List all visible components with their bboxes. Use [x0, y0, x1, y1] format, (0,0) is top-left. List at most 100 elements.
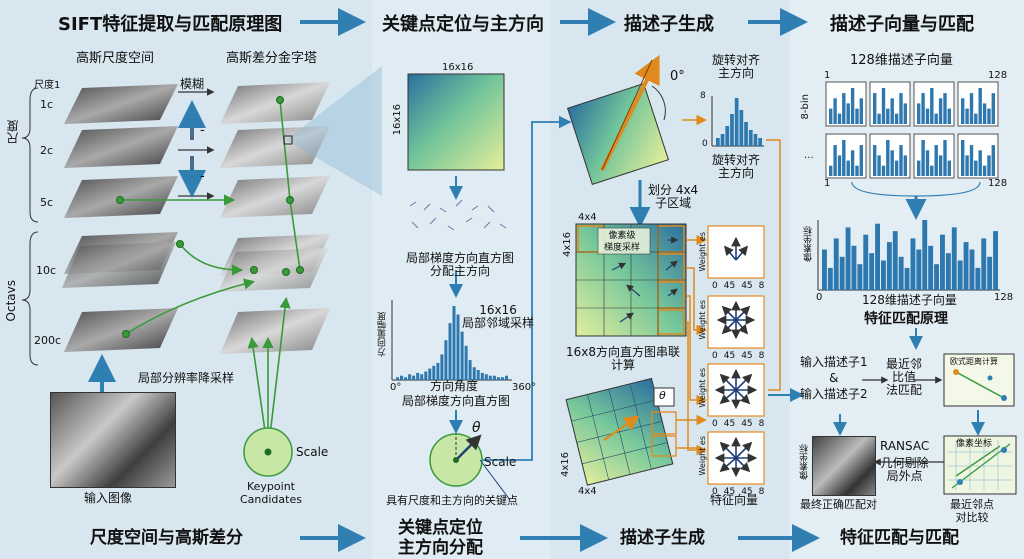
descriptor-tile-bars [961, 140, 995, 176]
level-200c: 200c [34, 334, 62, 347]
hist-axis-tick: 0 [712, 281, 718, 291]
level-10c: 10c [36, 264, 57, 277]
rotated-hist-bar [730, 114, 734, 146]
descriptor-tile-bar [881, 88, 886, 124]
level-5c: 5c [40, 196, 54, 209]
rotated-hist-bar [739, 110, 744, 146]
level-2c: 2c [40, 144, 54, 157]
hist-axis-tick: 8 [758, 281, 765, 291]
orientation-hist-bar [400, 375, 403, 380]
concat-line1: 16x8方向直方图串联 [566, 345, 681, 359]
weight-label-1: Weight es [698, 232, 707, 272]
nn-line3: 法匹配 [886, 383, 923, 397]
footer-step2: 关键点定位 主方向分配 [398, 518, 483, 558]
descriptor128-bar [833, 238, 839, 290]
descriptor128-bar [910, 238, 916, 290]
hist-top-y0: 0 [702, 139, 708, 149]
euclid-label: 欧式距离计算 [950, 357, 998, 366]
descriptor128-bar [981, 238, 987, 290]
descriptor-tile-bar [961, 98, 965, 124]
divide-line2: 子区域 [655, 196, 692, 210]
final-label: 最终正确匹配对 [800, 498, 877, 511]
orientation-hist-bar [408, 374, 412, 380]
descriptor-tile-bar [859, 98, 863, 124]
pixel-coord-label: 像素坐标 [956, 439, 993, 449]
header-step1: SIFT特征提取与匹配原理图 [58, 14, 283, 35]
descriptor-tile [825, 133, 867, 179]
descriptor-tile-bar [978, 150, 982, 176]
descriptor-tile-bar [917, 103, 921, 124]
descriptor128-bar [951, 227, 957, 290]
descriptor-tile-bar [837, 113, 842, 124]
orientation-hist-bar [480, 372, 484, 380]
minus-1: - [200, 123, 205, 138]
descriptor-tile-bar [873, 93, 877, 124]
descriptor-tile-bar [943, 140, 947, 176]
ransac-line1: RANSAC [880, 439, 930, 453]
descriptor-tile [869, 133, 911, 179]
descriptor-tile-bar [943, 93, 947, 124]
hist-axis-tick: 0 [712, 419, 718, 429]
hist-title: 局部梯度方向直方图 [402, 394, 511, 408]
grid-label-1-top: 1 [824, 70, 831, 81]
ransac-line3: 局外点 [886, 469, 923, 483]
ransac-label: RANSAC 几何剔除 局外点 [880, 440, 929, 483]
descriptor128-bar [822, 249, 827, 290]
descriptor-tile-bar [982, 103, 987, 124]
scale-axis-label: 尺度 [6, 120, 20, 144]
keypoint-candidates: Keypoint Candidates [240, 480, 302, 506]
hist-x0: 0° [390, 382, 402, 393]
descriptor-tile-bar [886, 108, 890, 124]
rotate-line4: 主方向 [718, 166, 755, 180]
concat-line2: 计算 [611, 358, 636, 372]
descriptor-tile-bar [969, 145, 974, 176]
rotated-hist-bar [716, 138, 720, 146]
minus-2: - [200, 169, 205, 184]
weight-label-2: Weight es [698, 300, 707, 340]
big-ylabel: 像素坐标 [804, 226, 814, 262]
zero-deg: 0° [670, 69, 685, 84]
descriptor-tile-bar [921, 93, 925, 124]
orientation-hist-bar [505, 375, 508, 380]
hist-axis-tick: 45 [723, 281, 736, 291]
descriptor128-bar [892, 231, 898, 290]
hist-ylabel: 方向量幅度 [378, 312, 388, 357]
orientation-hist-bar [488, 375, 492, 380]
hist-axis-tick: 45 [723, 487, 736, 497]
grid2-bottom-label: 4x4 [578, 486, 597, 497]
descriptor128-bar [945, 253, 951, 290]
descriptor-tile-bar [947, 160, 951, 176]
descriptor-tile-bar [965, 108, 969, 124]
big-x0: 0 [816, 292, 823, 303]
orientation-hist-bar [412, 375, 416, 380]
descriptor-inputs: 输入描述子1 & 输入描述子2 [800, 356, 868, 401]
descriptor-tile-bars [873, 140, 907, 176]
pixel-coord-side: 像素坐标 [800, 444, 810, 480]
grid-label-1-bottom: 1 [824, 178, 831, 189]
desc2-label: 输入描述子2 [800, 387, 868, 401]
divide-line1: 划分 4x4 [648, 183, 699, 197]
orientation-hist-bar [440, 354, 444, 380]
grid-label-128-bottom: 128 [988, 178, 1008, 189]
descriptor-tile-bar [855, 165, 859, 176]
orientation-hist-bar [500, 377, 504, 380]
grad-label-line2: 分配主方向 [430, 264, 491, 278]
bin8-label: 8-bin [800, 94, 811, 120]
nn-compare-label: 最近邻点 对比较 [950, 498, 994, 524]
patch-size-side: 16x16 [392, 104, 403, 136]
big-xlabel: 128维描述子向量 [862, 293, 957, 307]
rotated-hist-bar [720, 134, 725, 146]
rotate-label-top: 旋转对齐 主方向 [712, 54, 760, 80]
descriptor128-bar [869, 253, 875, 290]
descriptor128-bar [993, 231, 998, 290]
desc1-label: 输入描述子1 [800, 355, 868, 369]
footer-step2-line2: 主方向分配 [398, 538, 483, 558]
grid2-side-label: 4x16 [560, 452, 571, 478]
hist-x1: 360° [512, 382, 537, 393]
gauss-title: 高斯尺度空间 [76, 51, 155, 66]
header-step2: 关键点定位与主方向 [382, 14, 544, 35]
rotate-line2: 主方向 [718, 66, 755, 80]
descriptor-tile-bar [846, 103, 850, 124]
divide-label: 划分 4x4 子区域 [648, 184, 698, 210]
descriptor-tile-bar [947, 108, 951, 124]
